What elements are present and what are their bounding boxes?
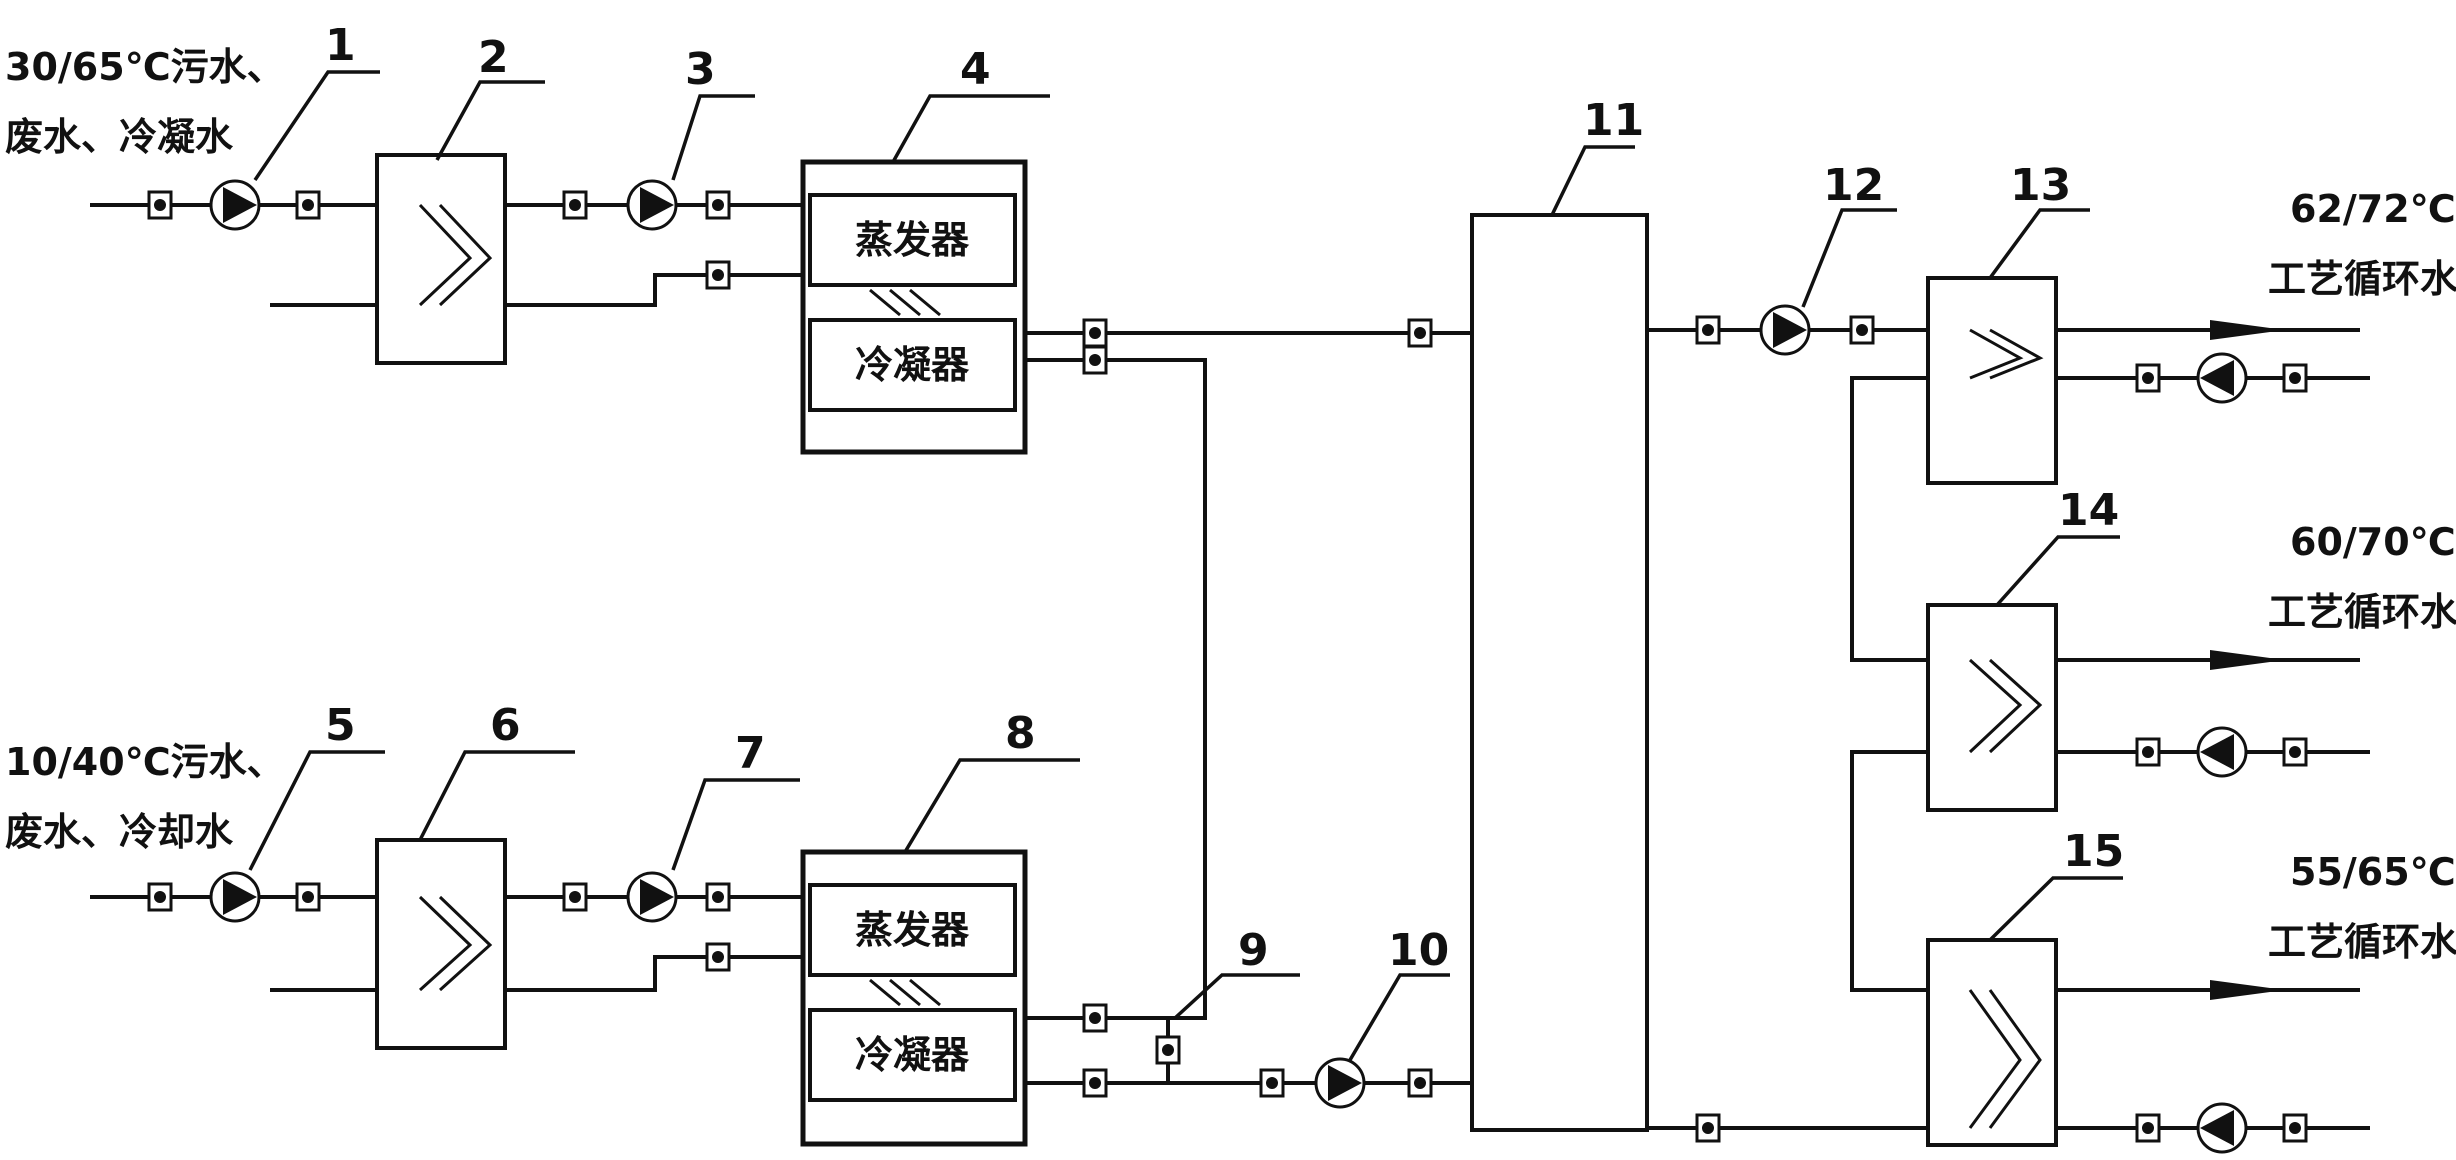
number-5: 5 <box>325 700 356 751</box>
valve-icon <box>2282 737 2308 767</box>
pump-3-icon <box>626 179 678 231</box>
pump-5-icon <box>209 871 261 923</box>
pump-1-icon <box>209 179 261 231</box>
valve-icon <box>2282 1113 2308 1143</box>
number-10: 10 <box>1388 925 1449 976</box>
number-12: 12 <box>1823 160 1884 211</box>
number-7: 7 <box>735 728 766 779</box>
heat-pump-unit-8 <box>800 849 1028 1147</box>
number-1: 1 <box>325 20 356 71</box>
inlet-labels: 30/65℃污水、 废水、冷凝水 10/40℃污水、 废水、冷却水 <box>5 45 285 854</box>
heat-exchanger-15 <box>1926 938 2058 1147</box>
number-15: 15 <box>2063 826 2124 877</box>
number-9: 9 <box>1238 925 1269 976</box>
hp1-condenser-label: 冷凝器 <box>855 343 970 387</box>
pump-return-2-icon <box>2196 726 2248 778</box>
cold-inlet-kind: 废水、冷却水 <box>5 810 234 854</box>
valve-icon <box>2135 1113 2161 1143</box>
valve-icon <box>2135 363 2161 393</box>
number-4: 4 <box>960 44 991 95</box>
pump-10-icon <box>1314 1057 1366 1109</box>
valve-icon <box>2282 363 2308 393</box>
hot-inlet-temp: 30/65℃污水、 <box>5 45 285 89</box>
outlet-arrow-3 <box>2210 980 2285 1000</box>
hot-inlet-kind: 废水、冷凝水 <box>5 115 234 159</box>
valves <box>147 190 2308 1143</box>
heat-exchanger-14 <box>1926 603 2058 812</box>
component-numbers: 1 2 3 4 5 6 7 8 9 10 11 12 13 14 15 <box>325 20 2124 976</box>
outlet-3-name: 工艺循环水 <box>2268 920 2456 964</box>
valve-icon <box>562 882 588 912</box>
valve-icon <box>1407 1068 1433 1098</box>
heat-exchanger-6 <box>375 838 507 1050</box>
heat-exchanger-2 <box>375 153 507 365</box>
number-3: 3 <box>685 44 716 95</box>
valve-icon <box>1695 315 1721 345</box>
valve-icon <box>1155 1035 1181 1065</box>
pump-12-icon <box>1759 304 1811 356</box>
valve-icon <box>295 882 321 912</box>
hp1-evaporator-label: 蒸发器 <box>855 218 970 262</box>
valve-icon <box>705 260 731 290</box>
valve-icon <box>147 190 173 220</box>
pump-return-3-icon <box>2196 1102 2248 1154</box>
number-14: 14 <box>2058 485 2119 536</box>
outlet-3-temp: 55/65℃ <box>2290 850 2456 894</box>
valve-icon <box>1082 345 1108 375</box>
heat-exchanger-13 <box>1926 276 2058 485</box>
outlet-arrow-1 <box>2210 320 2285 340</box>
valve-icon <box>1082 1068 1108 1098</box>
storage-tank-11 <box>1470 213 1649 1132</box>
pipe-hp1-condenser-loop <box>1020 358 1207 1020</box>
valve-icon <box>1407 318 1433 348</box>
valve-icon <box>1849 315 1875 345</box>
number-8: 8 <box>1005 708 1036 759</box>
hp2-evaporator-label: 蒸发器 <box>855 908 970 952</box>
pumps <box>209 179 2248 1154</box>
outlet-2-name: 工艺循环水 <box>2268 590 2456 634</box>
valve-icon <box>1695 1113 1721 1143</box>
hp2-condenser-label: 冷凝器 <box>855 1033 970 1077</box>
outlet-labels: 62/72℃ 工艺循环水 60/70℃ 工艺循环水 55/65℃ 工艺循环水 <box>2268 187 2456 964</box>
outlet-arrow-2 <box>2210 650 2285 670</box>
unit-labels: 蒸发器 冷凝器 蒸发器 冷凝器 <box>855 218 970 1077</box>
heat-pump-unit-4 <box>800 159 1028 455</box>
outlet-arrows <box>2210 320 2285 1000</box>
valve-icon <box>562 190 588 220</box>
number-2: 2 <box>478 32 509 83</box>
outlet-1-name: 工艺循环水 <box>2268 257 2456 301</box>
valve-icon <box>1082 318 1108 348</box>
valve-icon <box>1082 1003 1108 1033</box>
pump-return-1-icon <box>2196 352 2248 404</box>
valve-icon <box>705 882 731 912</box>
valve-icon <box>2135 737 2161 767</box>
pipe-series-13-14 <box>1850 376 1935 662</box>
valve-icon <box>1259 1068 1285 1098</box>
cold-inlet-temp: 10/40℃污水、 <box>5 740 285 784</box>
valve-icon <box>705 190 731 220</box>
number-6: 6 <box>490 700 521 751</box>
number-13: 13 <box>2010 160 2071 211</box>
number-11: 11 <box>1583 95 1644 146</box>
pipe-series-14-15 <box>1850 750 1935 992</box>
outlet-1-temp: 62/72℃ <box>2290 187 2456 231</box>
valve-icon <box>705 942 731 972</box>
valve-icon <box>147 882 173 912</box>
outlet-2-temp: 60/70℃ <box>2290 520 2456 564</box>
leader-lines <box>248 70 2123 1061</box>
valve-icon <box>295 190 321 220</box>
pump-7-icon <box>626 871 678 923</box>
